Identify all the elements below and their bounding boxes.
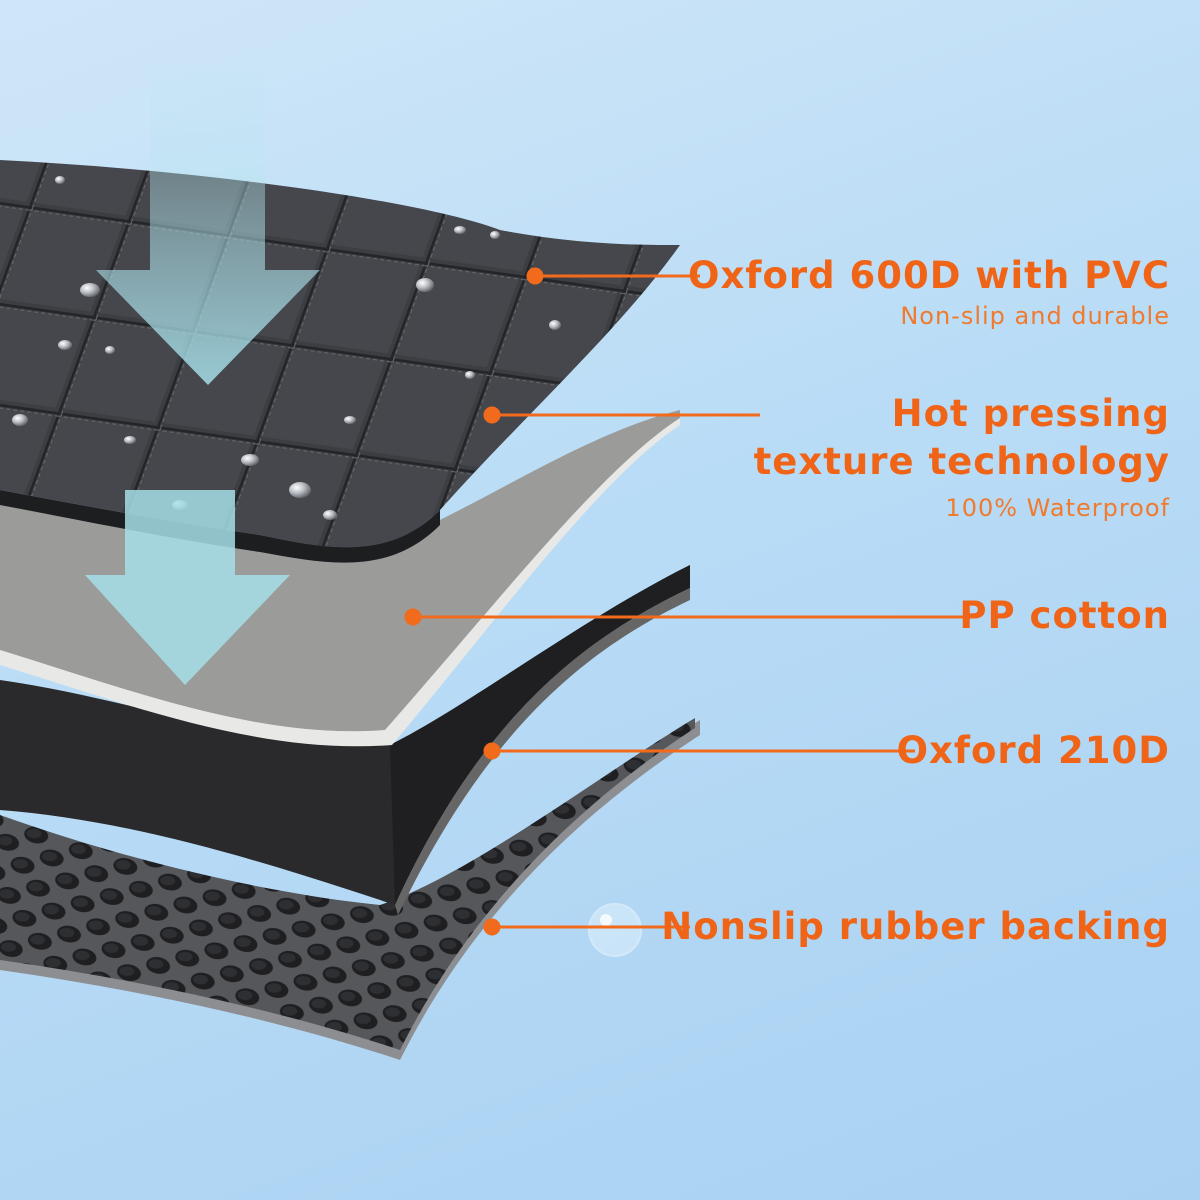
layer-title: Nonslip rubber backing	[661, 905, 1170, 948]
bubble-icon	[588, 903, 642, 957]
layer-subtitle: 100% Waterproof	[945, 494, 1170, 522]
layer-subtitle: Non-slip and durable	[900, 302, 1170, 330]
leader-lines	[404, 267, 970, 936]
rubber-backing-layer	[0, 718, 700, 1060]
oxford-210d-layer	[0, 565, 690, 915]
layer-title: texture technology	[753, 440, 1170, 483]
layer-label-oxford-210d: Oxford 210D	[897, 727, 1170, 775]
water-droplet-icon	[12, 176, 561, 520]
layer-title: Oxford 600D with PVC	[688, 254, 1170, 297]
down-arrow-icon	[85, 70, 320, 685]
layer-title: PP cotton	[959, 594, 1170, 637]
layer-label-hot-pressing: Hot pressing texture technology 100% Wat…	[754, 390, 1170, 524]
layer-title: Hot pressing	[891, 392, 1170, 435]
layer-label-oxford-600d: Oxford 600D with PVC Non-slip and durabl…	[688, 252, 1170, 332]
layer-title: Oxford 210D	[896, 729, 1170, 772]
layer-label-rubber-backing: Nonslip rubber backing	[661, 903, 1170, 951]
layer-label-pp-cotton: PP cotton	[959, 592, 1170, 640]
